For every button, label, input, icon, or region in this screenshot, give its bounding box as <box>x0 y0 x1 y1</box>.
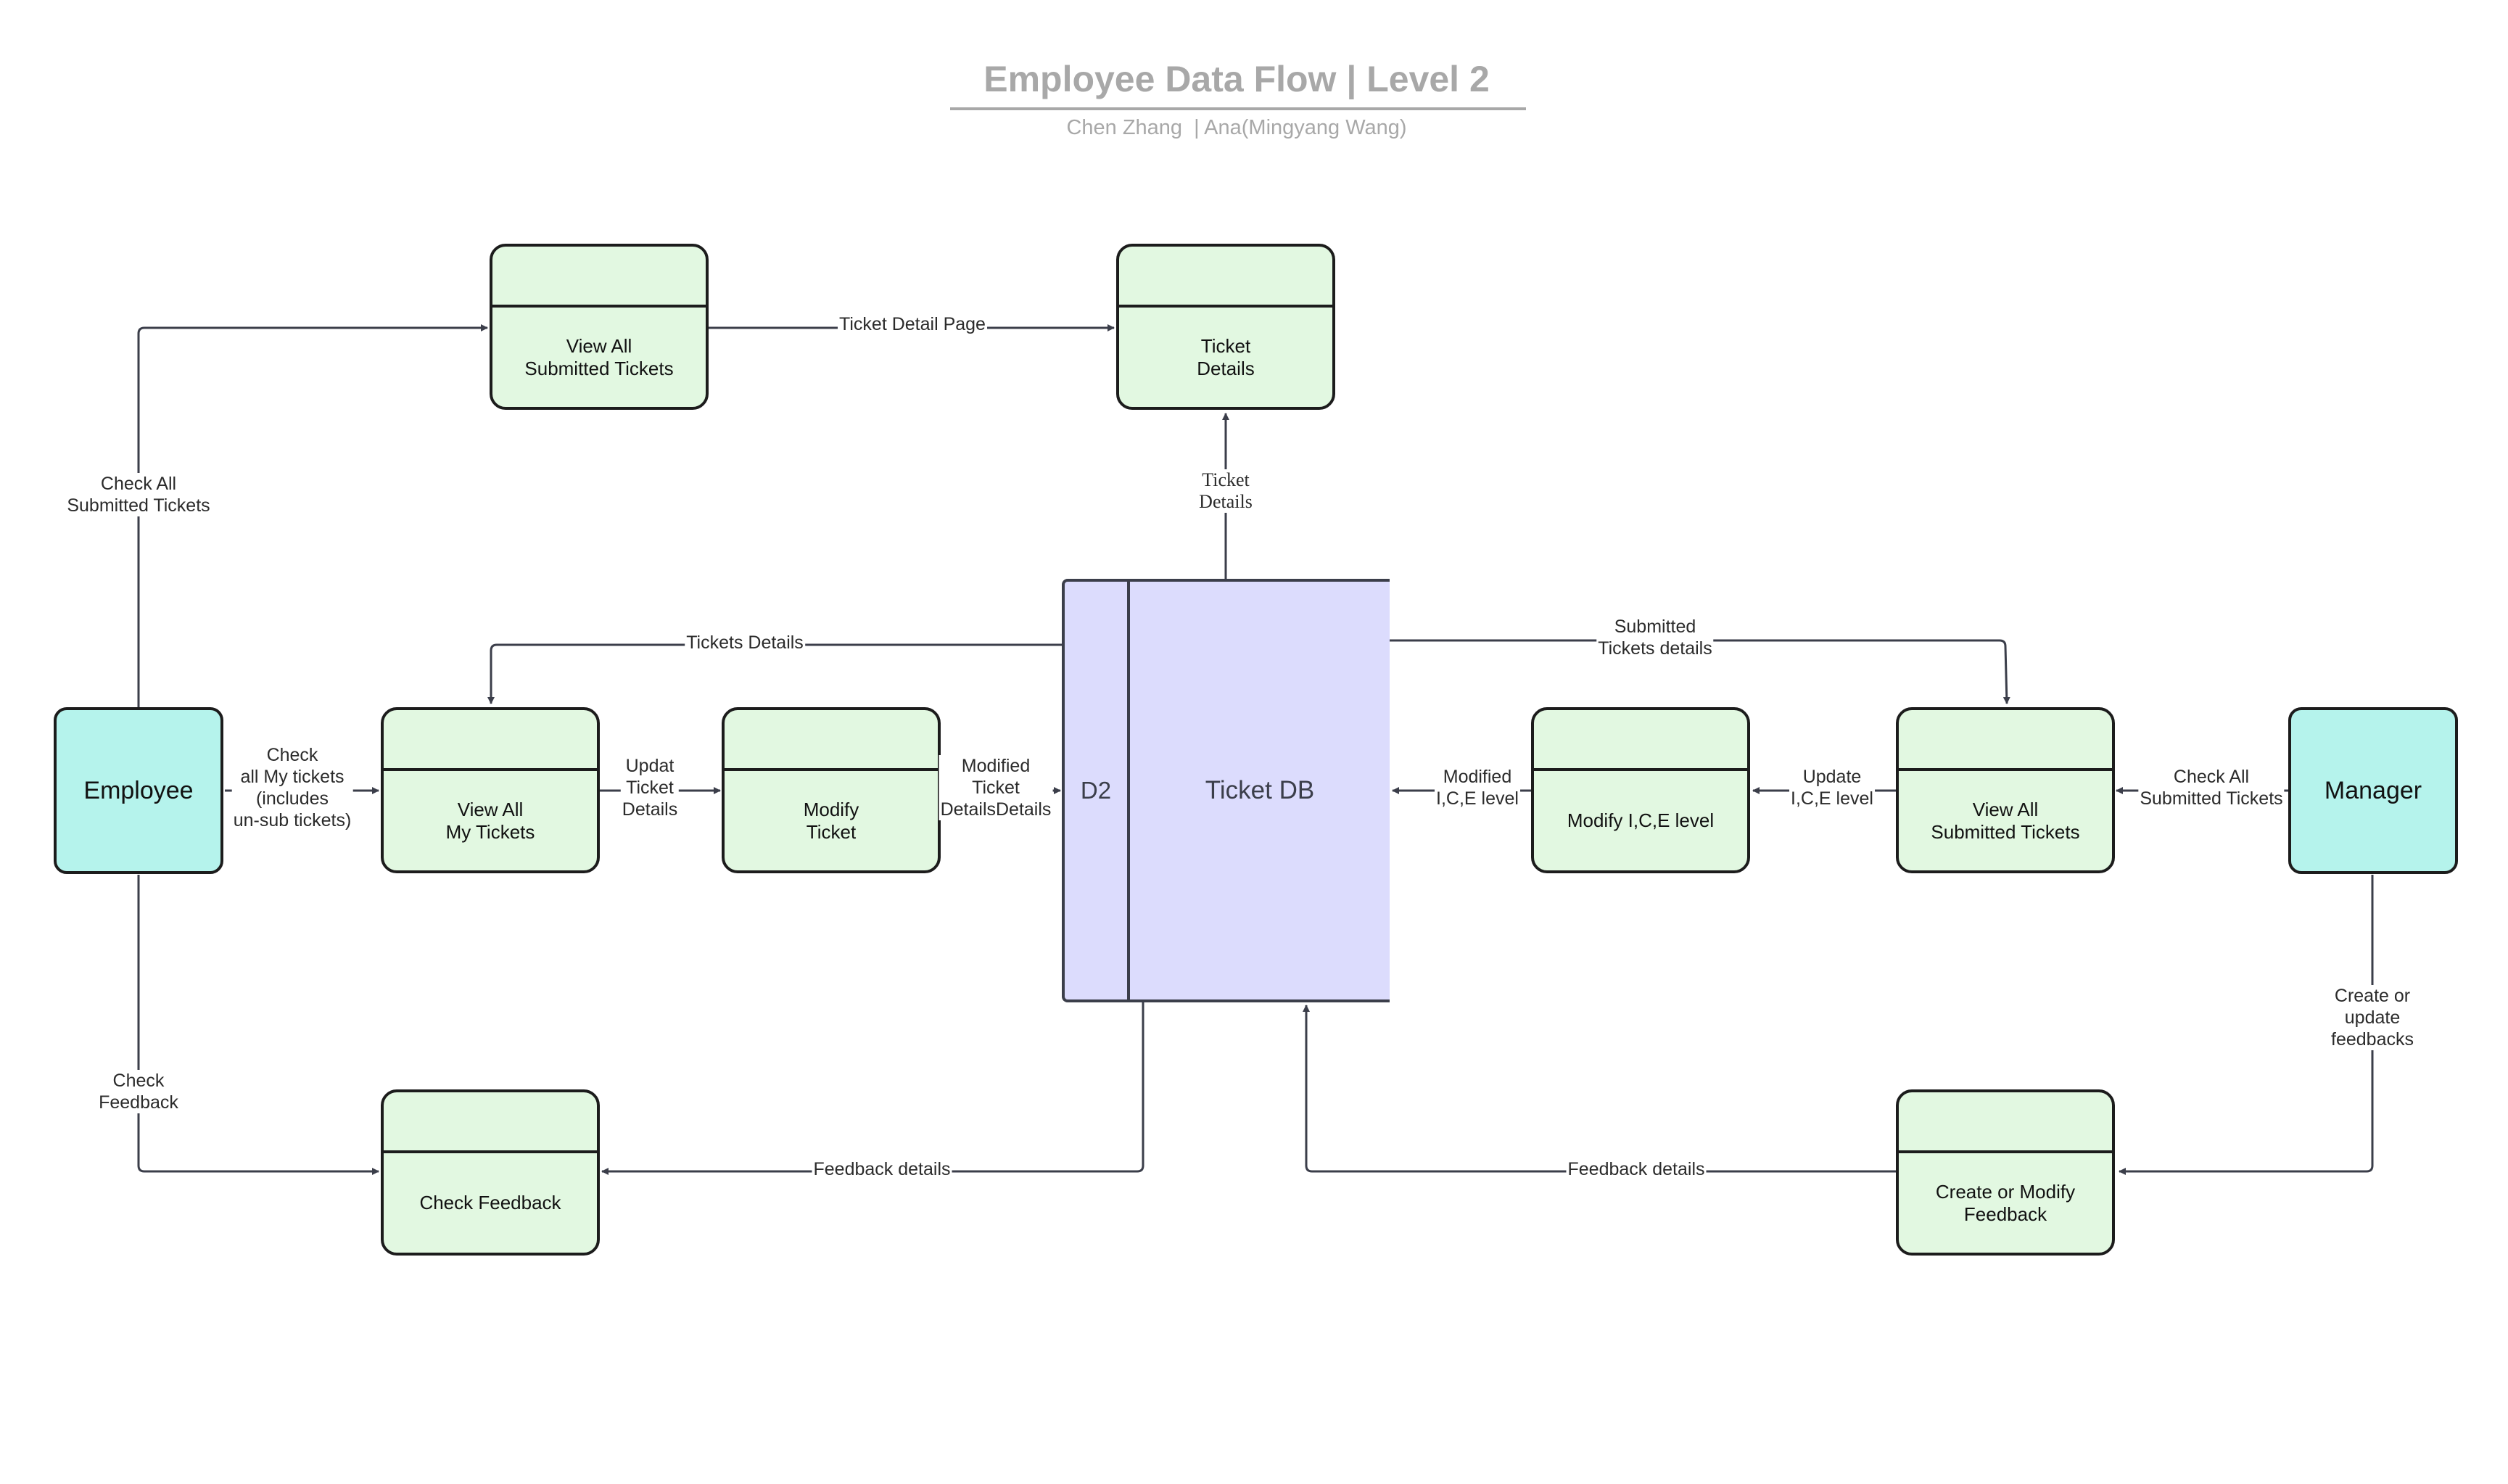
flow-label-create-or-update-feedbacks: Create or update feedbacks <box>2304 985 2441 1050</box>
title-underline <box>950 107 1526 110</box>
process-header-band <box>384 768 597 771</box>
flow-label-updat-ticket-details: Updat Ticket Details <box>620 755 680 820</box>
process-header-band <box>492 305 706 308</box>
diagram-authors: Chen Zhang | Ana(Mingyang Wang) <box>1066 116 1407 139</box>
process-header-band <box>1899 1150 2112 1153</box>
flow-label-check-all-submitted: Check All Submitted Tickets <box>65 473 212 516</box>
flow-label-check-feedback: Check Feedback <box>97 1070 180 1113</box>
flow-employee-to-view-submitted <box>137 324 488 707</box>
flow-label-check-all-my-tickets: Check all My tickets (includes un-sub ti… <box>231 744 353 831</box>
flow-label-feedback-details-right: Feedback details <box>1566 1158 1707 1180</box>
flow-label-submitted-tickets-details: Submitted Tickets details <box>1596 616 1714 659</box>
process-view-all-submitted-tickets[interactable]: View All Submitted Tickets <box>490 244 709 410</box>
flow-label-modified-ice-level: Modified I,C,E level <box>1435 766 1520 809</box>
process-label: View All My Tickets <box>445 798 535 843</box>
flow-label-ticket-detail-page: Ticket Detail Page <box>838 313 987 335</box>
process-header-band <box>1534 768 1747 771</box>
process-ticket-details[interactable]: Ticket Details <box>1116 244 1335 410</box>
flow-create-or-update-feedbacks <box>2119 875 2374 1175</box>
process-label: Modify Ticket <box>803 798 859 843</box>
process-label: Ticket Details <box>1197 334 1255 379</box>
process-header-band <box>725 768 938 771</box>
process-modify-ice-level[interactable]: Modify I,C,E level <box>1531 707 1750 873</box>
data-store-ticket-db[interactable]: D2 Ticket DB <box>1062 579 1390 1002</box>
flow-label-tickets-details: Tickets Details <box>685 632 805 654</box>
flow-feedback-details-right <box>1303 1005 1896 1173</box>
process-header-band <box>384 1150 597 1153</box>
process-view-all-my-tickets[interactable]: View All My Tickets <box>381 707 600 873</box>
process-modify-ticket[interactable]: Modify Ticket <box>722 707 941 873</box>
flow-label-ticket-details: Ticket Details <box>1197 469 1254 513</box>
store-name: Ticket DB <box>1205 776 1315 804</box>
process-label: Check Feedback <box>419 1192 561 1213</box>
flow-label-feedback-details-left: Feedback details <box>812 1158 952 1180</box>
flow-label-manager-check-submitted: Check All Submitted Tickets <box>2138 766 2285 809</box>
flow-check-feedback <box>137 875 379 1175</box>
diagram-title: Employee Data Flow | Level 2 <box>983 59 1490 99</box>
process-view-all-submitted-tickets-manager[interactable]: View All Submitted Tickets <box>1896 707 2115 873</box>
flow-tickets-details <box>487 643 1062 704</box>
flow-feedback-details-left <box>601 1002 1144 1175</box>
store-id: D2 <box>1080 777 1112 804</box>
flow-label-update-ice-level: Update I,C,E level <box>1789 766 1875 809</box>
entity-manager[interactable]: Manager <box>2288 707 2458 874</box>
process-header-band <box>1119 305 1332 308</box>
store-divider <box>1127 582 1130 999</box>
process-label: View All Submitted Tickets <box>524 334 674 379</box>
entity-employee[interactable]: Employee <box>54 707 223 874</box>
flow-submitted-tickets-details <box>1390 639 2010 704</box>
process-label: Modify I,C,E level <box>1567 809 1715 831</box>
process-label: View All Submitted Tickets <box>1931 798 2080 843</box>
process-create-or-modify-feedback[interactable]: Create or Modify Feedback <box>1896 1089 2115 1256</box>
process-check-feedback[interactable]: Check Feedback <box>381 1089 600 1256</box>
process-header-band <box>1899 768 2112 771</box>
flow-label-modified-ticket-details: Modified Ticket DetailsDetails <box>939 755 1053 820</box>
process-label: Create or Modify Feedback <box>1935 1180 2076 1225</box>
